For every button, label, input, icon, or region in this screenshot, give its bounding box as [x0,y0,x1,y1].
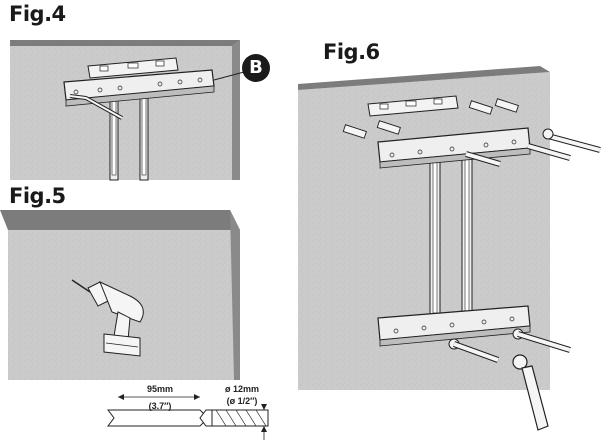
fig5-panel [0,210,240,380]
fig5-wall-top [0,210,240,230]
drill-diameter-in: (ø 1/2″) [226,396,258,406]
callout-b-marker [242,54,270,82]
fig6-title: Fig.6 [323,40,380,64]
drill-diameter-mm: ø 12mm [224,384,259,394]
drill-depth-mm: 95mm [146,384,173,394]
fig4-panel [10,40,270,181]
drill-depth-in: (3.7″) [148,401,172,411]
fig6-panel [298,66,601,431]
fig4-wall-edge [10,40,240,46]
lag-bolts-bottom [448,328,571,363]
spirit-level [87,57,179,79]
fig4-wall-plate [63,69,215,107]
callout-b-label: B [249,57,263,78]
fig4-title: Fig.4 [9,2,66,26]
wall-anchors-top [342,98,519,139]
ratchet-wrench [512,354,549,431]
lag-bolts-top [465,128,601,167]
fig6-wall [298,72,550,390]
fig5-title: Fig.5 [9,184,66,208]
fig6-spirit-level [367,95,459,117]
fig6-bottom-plate [377,305,531,347]
power-drill [71,279,144,357]
drill-bit [107,394,269,440]
fig4-wall [10,40,240,180]
fig6-wall-top [298,66,550,90]
